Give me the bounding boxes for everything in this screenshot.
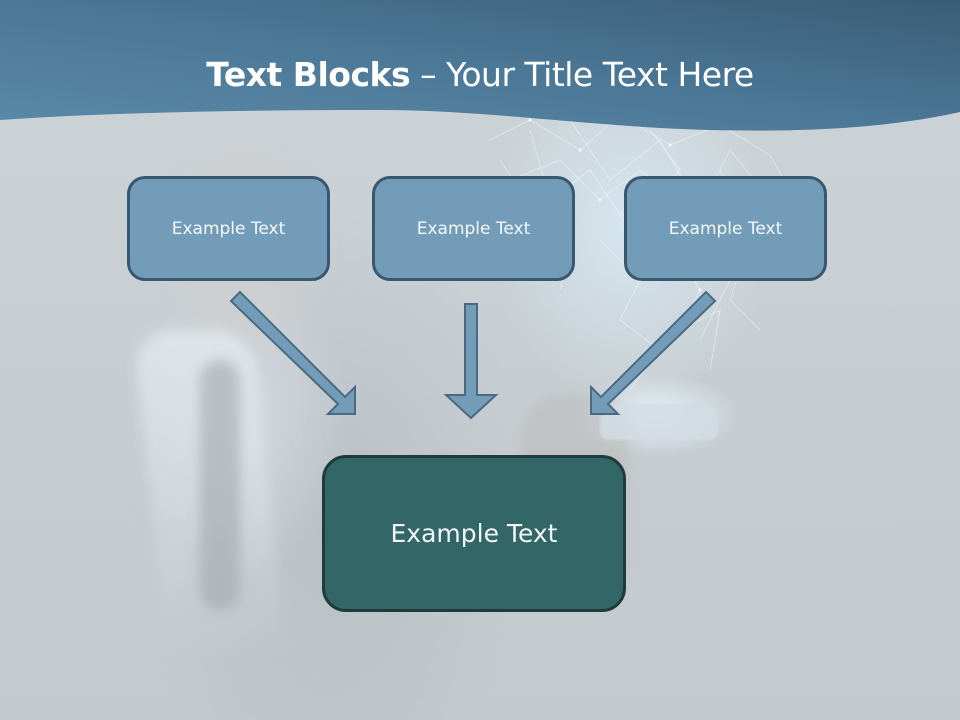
header-banner [0,0,960,131]
text-block-1-label: Example Text [171,218,286,239]
text-block-2[interactable]: Example Text [372,176,575,281]
arrow-down-icon [443,303,499,420]
text-block-1[interactable]: Example Text [127,176,330,281]
text-block-3[interactable]: Example Text [624,176,827,281]
text-block-3-label: Example Text [668,218,783,239]
arrow-down-right-icon [229,290,356,415]
title-dash: – [410,55,447,94]
arrow-down-left-icon [590,290,717,415]
text-block-2-label: Example Text [416,218,531,239]
summary-block[interactable]: Example Text [322,455,626,612]
summary-block-label: Example Text [390,519,558,548]
title-bold: Text Blocks [206,55,411,94]
background-phone [600,404,718,440]
background-person-tie [200,360,240,610]
title-light: Your Title Text Here [446,55,754,94]
slide-title: Text Blocks – Your Title Text Here [0,55,960,94]
